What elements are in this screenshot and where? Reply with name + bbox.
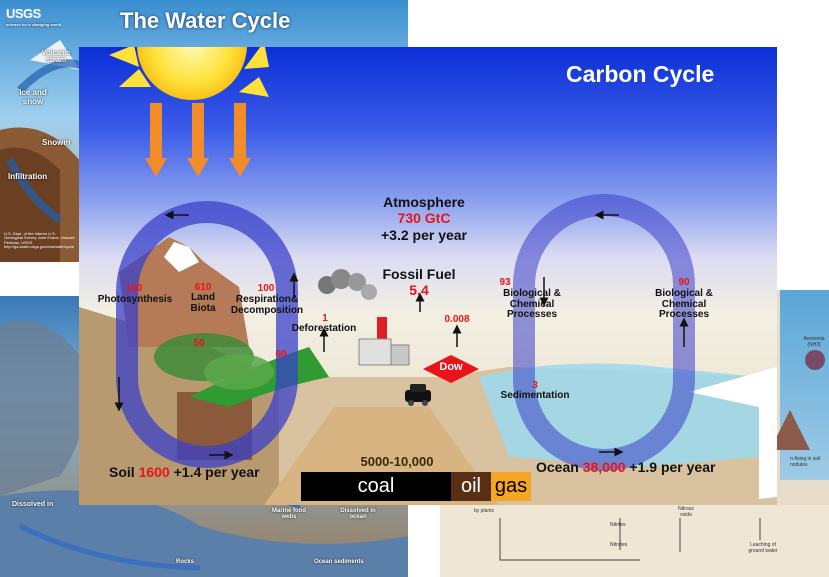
lower-illustration bbox=[0, 320, 408, 577]
atmosphere-change: +3.2 per year bbox=[380, 227, 467, 243]
label-nitrogen-fixing: n-fixing in soil nodules bbox=[790, 456, 821, 468]
label-dissolved: Dissolved in bbox=[12, 501, 54, 508]
atmosphere-label: Atmosphere bbox=[383, 194, 465, 210]
carbon-cycle-title: Carbon Cycle bbox=[566, 61, 715, 87]
label-leaching: Leaching of ground water bbox=[748, 542, 778, 554]
ocean-change: +1.9 per year bbox=[629, 459, 716, 475]
label-ice-and-snow: Ice and snow bbox=[19, 88, 47, 106]
soil-amount: 1600 bbox=[138, 464, 170, 480]
deforestation-flux: 1 bbox=[322, 313, 328, 324]
respiration-label: Respiration& Decomposition bbox=[230, 294, 304, 316]
sun bbox=[137, 47, 247, 100]
label-ocean-sediments: Ocean sediments bbox=[314, 559, 364, 565]
photosynthesis-label: Photosynthesis bbox=[97, 294, 173, 305]
flux-50: 50 bbox=[193, 338, 205, 349]
soil-store: Soil 1600 +1.4 per year bbox=[109, 465, 260, 480]
ocean-store: Ocean 38,000 +1.9 per year bbox=[536, 460, 715, 475]
water-cycle-title: The Water Cycle bbox=[120, 8, 291, 33]
fossil-fuel-bar: coal oil gas bbox=[301, 472, 531, 501]
sedimentation-flux: 3 bbox=[532, 380, 538, 391]
soil-change: +1.4 per year bbox=[173, 464, 260, 480]
photosynthesis-flux: 100 bbox=[125, 283, 143, 294]
label-infiltration: Infiltration bbox=[8, 172, 48, 181]
label-nitrates: Nitrates bbox=[610, 542, 628, 548]
usgs-logo-subtitle: science for a changing world bbox=[6, 22, 62, 27]
label-volcanic-steam: Volcanic steam bbox=[41, 50, 71, 64]
land-carbon-loop bbox=[116, 201, 298, 468]
ocean-amount: 38,000 bbox=[582, 459, 626, 475]
fossil-fuel-label: Fossil Fuel bbox=[382, 266, 456, 282]
dow-logo: Dow bbox=[439, 361, 463, 373]
land-biota-label: Land Biota bbox=[190, 292, 216, 314]
label-nitrous-oxide: Nitrous oxide bbox=[678, 506, 694, 518]
label-marine-food-webs: Marine food webs bbox=[272, 508, 306, 520]
fossil-oil: oil bbox=[451, 472, 491, 501]
ocean-label: Ocean bbox=[536, 459, 579, 475]
industry-flux: 0.008 bbox=[444, 314, 470, 325]
carbon-cycle-slide: Carbon Cycle Atmosphere 730 GtC +3.2 per… bbox=[79, 47, 777, 505]
atmosphere-amount: 730 GtC bbox=[397, 210, 451, 226]
fossil-gas: gas bbox=[491, 472, 531, 501]
nitrogen-illustration bbox=[440, 350, 829, 577]
flux-60: 60 bbox=[275, 349, 287, 360]
fossil-fuel-flux: 5.4 bbox=[409, 282, 429, 298]
label-dissolved-in-ocean: Dissolved in ocean bbox=[340, 508, 376, 520]
ocean-uptake-flux: 93 bbox=[499, 277, 511, 288]
fossil-coal: coal bbox=[301, 472, 451, 501]
label-ammonia: Ammonia (NH3) bbox=[803, 336, 825, 348]
usgs-logo: USGS bbox=[6, 6, 41, 21]
deforestation-label: Deforestation bbox=[291, 323, 357, 334]
label-rocks: Rocks bbox=[176, 559, 195, 565]
label-snowmelt: Snowm bbox=[42, 138, 71, 147]
fossil-reserves: 5000-10,000 bbox=[360, 454, 434, 469]
carbon-cycle-illustration bbox=[79, 47, 777, 505]
sedimentation-label: Sedimentation bbox=[500, 390, 570, 401]
soil-label: Soil bbox=[109, 464, 135, 480]
respiration-flux: 100 bbox=[257, 283, 275, 294]
ocean-release-label: Biological & Chemical Processes bbox=[655, 288, 713, 320]
label-nitrites: Nitrites bbox=[610, 522, 626, 528]
ocean-release-flux: 90 bbox=[678, 277, 690, 288]
water-cycle-credit: U.S. Dept. of the Interior U.S. Geologic… bbox=[4, 231, 75, 250]
label-by-plants: by plants bbox=[474, 508, 495, 514]
land-biota-amount: 610 bbox=[194, 282, 212, 293]
ocean-uptake-label: Biological & Chemical Processes bbox=[503, 288, 561, 320]
